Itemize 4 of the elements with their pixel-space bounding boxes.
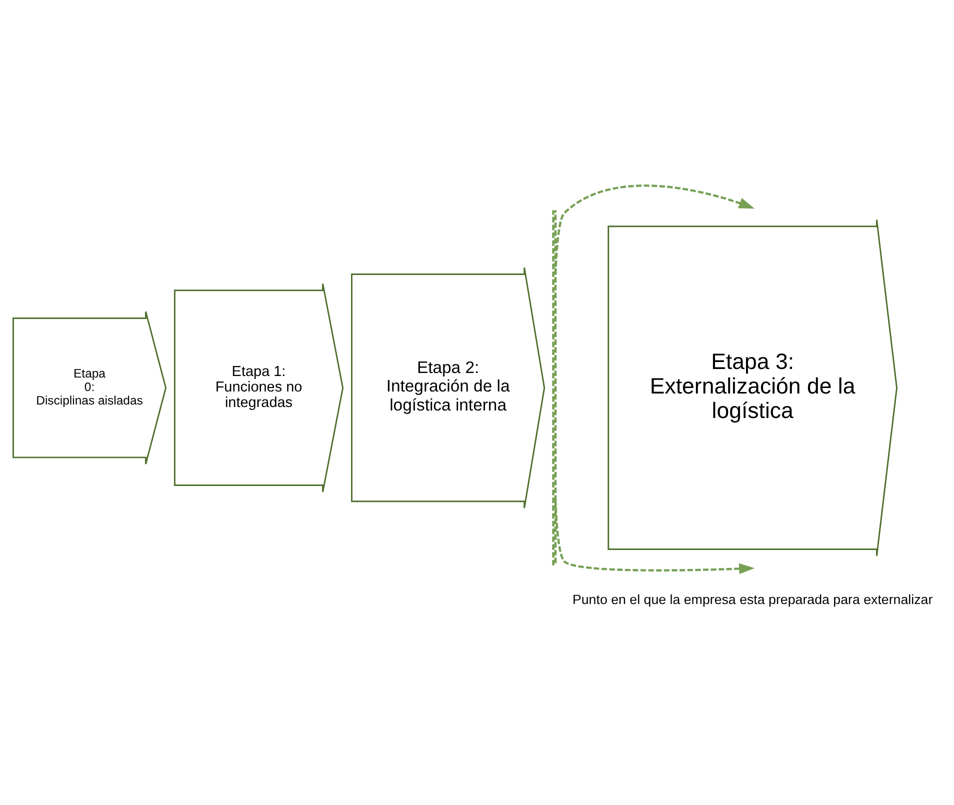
node-bar: [552, 210, 557, 565]
arrow: [554, 499, 755, 574]
label: Punto en el que la empresa esta preparada para externalizar: [572, 591, 933, 606]
arrow: [554, 184, 755, 274]
